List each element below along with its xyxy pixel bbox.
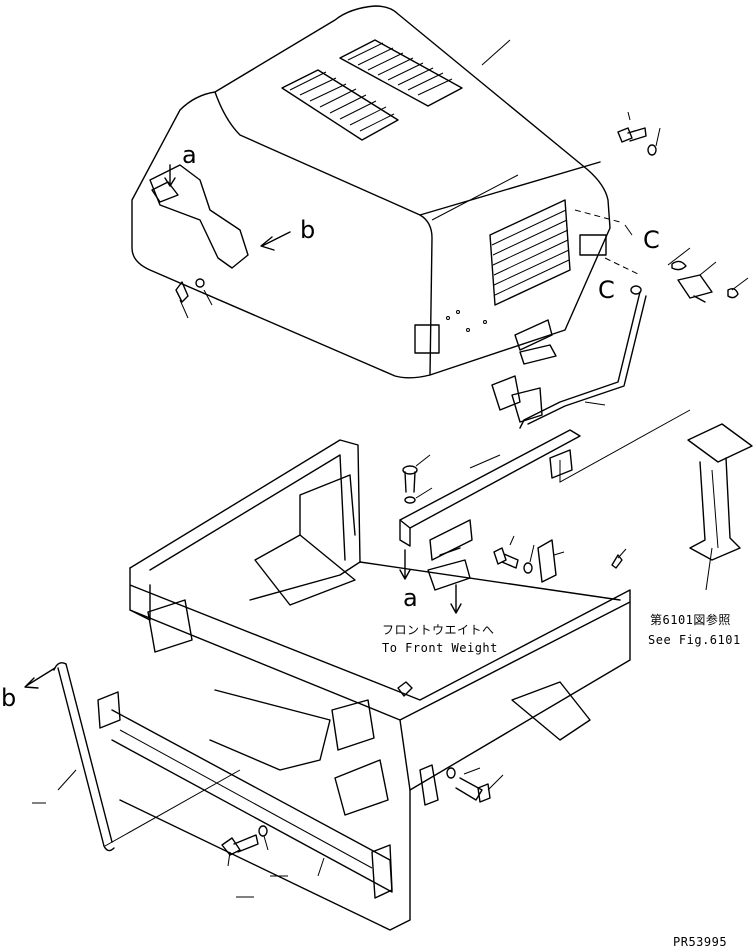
callout-a-top: a: [182, 141, 197, 169]
bottom-bolt: [221, 825, 269, 867]
side-plate: [97, 691, 393, 899]
lock-rod: [53, 662, 241, 852]
front-weight-note-en: To Front Weight: [382, 641, 498, 655]
callout-c-lower: C: [598, 276, 615, 304]
hood-bolt: [617, 111, 661, 156]
callout-b-top: b: [300, 216, 315, 244]
hood-stay-rod: [491, 285, 647, 429]
side-bolt: [493, 535, 627, 583]
right-lower-bolt: [446, 767, 504, 803]
hood-pin: [175, 278, 213, 319]
see-fig-note-ja: 第6101図参照: [650, 612, 731, 627]
callout-c-upper: C: [643, 226, 660, 254]
engine-hood: [131, 5, 611, 379]
callout-a-bottom: a: [403, 584, 418, 612]
side-pillar: [687, 423, 753, 591]
callout-b-bottom: b: [1, 684, 16, 712]
see-fig-note-en: See Fig.6101: [648, 633, 741, 647]
mounting-bracket: [399, 409, 691, 561]
hinge-assembly: [667, 247, 749, 303]
lower-frame: [119, 439, 631, 931]
bracket-bolt: [402, 454, 433, 504]
drawing-number: PR53995: [673, 935, 727, 949]
front-weight-note-ja: フロントウエイトへ: [382, 623, 495, 637]
